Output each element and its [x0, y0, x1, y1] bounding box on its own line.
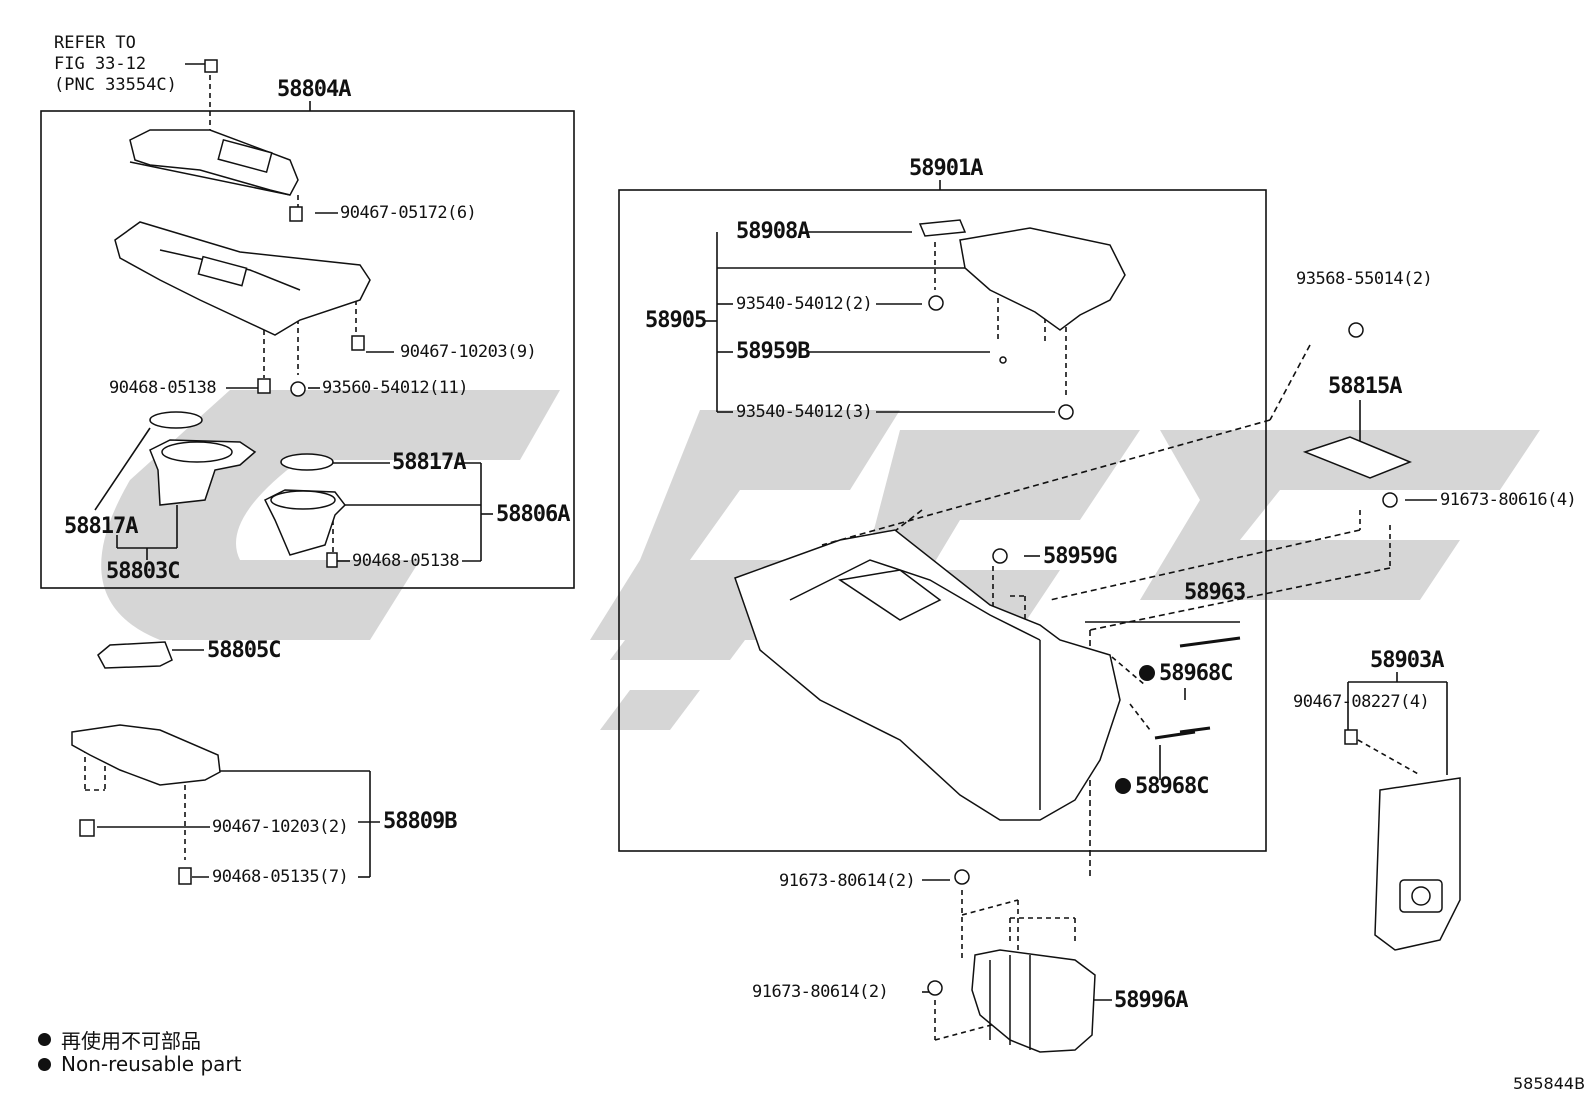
- label-93540-54012-2[interactable]: 93540-54012(2): [736, 294, 873, 314]
- label-58905[interactable]: 58905: [645, 308, 707, 333]
- label-58968C-b[interactable]: 58968C: [1115, 774, 1209, 799]
- refer-line-2: FIG 33-12: [54, 54, 147, 74]
- side-panel-58903A: [1374, 777, 1461, 951]
- armrest-lid: [959, 227, 1126, 331]
- ring-58817A-left: [149, 411, 203, 429]
- refer-note: REFER TO FIG 33-12 (PNC 33554C): [54, 33, 177, 96]
- lock-58908A: [918, 219, 967, 237]
- label-90467-05172[interactable]: 90467-05172(6): [340, 203, 477, 223]
- label-58959G[interactable]: 58959G: [1043, 544, 1117, 569]
- label-58968C-a[interactable]: 58968C: [1139, 661, 1233, 686]
- label-91673-80616[interactable]: 91673-80616(4): [1440, 490, 1577, 510]
- ring-58817A-right: [280, 453, 334, 471]
- legend-zh-text: 再使用不可部品: [61, 1029, 201, 1053]
- fasteners: [79, 59, 1398, 996]
- label-58805C[interactable]: 58805C: [207, 638, 281, 663]
- refer-line-3: (PNC 33554C): [54, 75, 177, 95]
- rod-58963: [1179, 636, 1241, 648]
- label-93568-55014[interactable]: 93568-55014(2): [1296, 269, 1433, 289]
- figure-number: 585844B: [1513, 1074, 1586, 1093]
- part-illustrations: [71, 129, 1461, 1053]
- group-box-58901A: [618, 189, 1267, 852]
- label-58901A[interactable]: 58901A: [909, 156, 983, 181]
- label-93540-54012-3[interactable]: 93540-54012(3): [736, 402, 873, 422]
- group-box-58804A: [40, 110, 575, 589]
- label-90468-05138-b[interactable]: 90468-05138: [352, 551, 460, 571]
- legend-en-text: Non-reusable part: [61, 1052, 242, 1076]
- cup-holder-58806A: [263, 489, 346, 556]
- label-91673-80614-b[interactable]: 91673-80614(2): [752, 982, 889, 1002]
- legend-en: Non-reusable part: [38, 1052, 241, 1076]
- label-93560-54012[interactable]: 93560-54012(11): [322, 378, 469, 398]
- console-box-body: [734, 529, 1121, 821]
- label-58908A[interactable]: 58908A: [736, 219, 810, 244]
- label-58968C-b-text: 58968C: [1135, 774, 1209, 799]
- label-58963[interactable]: 58963: [1184, 580, 1246, 605]
- label-58996A[interactable]: 58996A: [1114, 988, 1188, 1013]
- label-90467-08227[interactable]: 90467-08227(4): [1293, 692, 1430, 712]
- pad-58815A: [1302, 436, 1412, 479]
- cover-58805C: [97, 641, 173, 669]
- shift-panel-upper: [129, 129, 299, 196]
- label-58809B[interactable]: 58809B: [383, 809, 457, 834]
- panel-58809B: [71, 724, 221, 786]
- label-58804A[interactable]: 58804A: [277, 77, 351, 102]
- bracket-58996A: [971, 949, 1096, 1053]
- label-91673-80614-a[interactable]: 91673-80614(2): [779, 871, 916, 891]
- non-reusable-bullet: [1115, 778, 1131, 794]
- label-58817A-right[interactable]: 58817A: [392, 450, 466, 475]
- label-90468-05138-a[interactable]: 90468-05138: [109, 378, 217, 398]
- label-58903A[interactable]: 58903A: [1370, 648, 1444, 673]
- label-58959B[interactable]: 58959B: [736, 339, 810, 364]
- refer-line-1: REFER TO: [54, 33, 136, 53]
- label-58803C[interactable]: 58803C: [106, 559, 180, 584]
- label-58815A[interactable]: 58815A: [1328, 374, 1402, 399]
- legend-dot-icon: [38, 1033, 51, 1046]
- label-58806A[interactable]: 58806A: [496, 502, 570, 527]
- label-90467-10203-9[interactable]: 90467-10203(9): [400, 342, 537, 362]
- label-58817A-left[interactable]: 58817A: [64, 514, 138, 539]
- label-90467-10203-2[interactable]: 90467-10203(2): [212, 817, 349, 837]
- label-90468-05135[interactable]: 90468-05135(7): [212, 867, 349, 887]
- legend-zh: 再使用不可部品: [38, 1025, 201, 1054]
- label-58968C-a-text: 58968C: [1159, 661, 1233, 686]
- non-reusable-bullet: [1139, 665, 1155, 681]
- legend-dot-icon: [38, 1057, 51, 1071]
